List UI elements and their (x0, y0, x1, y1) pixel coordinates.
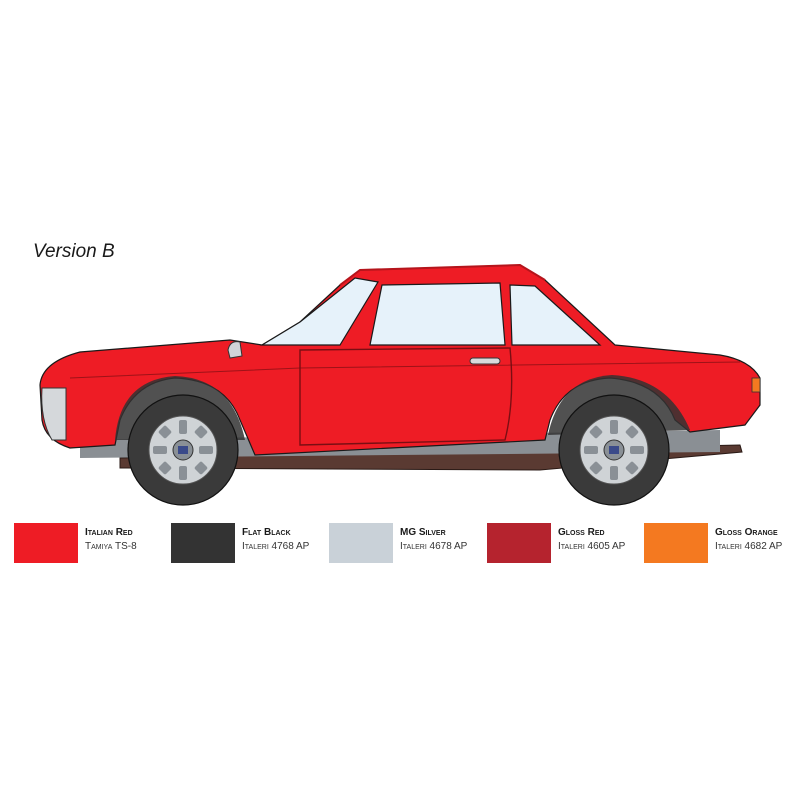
swatch-flat-black: Flat Black Italeri 4768 AP (171, 523, 315, 563)
windshield (259, 277, 379, 346)
swatch-name: Gloss Orange (715, 527, 778, 538)
swatch-name: Flat Black (242, 527, 291, 538)
front-wheel (127, 394, 239, 506)
swatch-gloss-orange: Gloss Orange Italeri 4682 AP (644, 523, 788, 563)
swatch-chip (171, 523, 235, 563)
swatch-code: Italeri 4605 AP (558, 541, 626, 552)
swatch-name: Gloss Red (558, 527, 605, 538)
swatch-code: Italeri 4682 AP (715, 541, 783, 552)
swatch-name: Italian Red (85, 527, 133, 538)
front-grille (41, 387, 67, 441)
swatch-chip (487, 523, 551, 563)
side-mirror (227, 341, 243, 359)
swatch-italian-red: Italian Red Tamiya TS-8 (14, 523, 158, 563)
swatch-chip (644, 523, 708, 563)
side-window-rear (509, 284, 602, 346)
swatch-code: Italeri 4768 AP (242, 541, 310, 552)
swatch-code: Italeri 4678 AP (400, 541, 468, 552)
rear-wheel (558, 394, 670, 506)
side-window-front (369, 282, 506, 346)
swatch-name: MG Silver (400, 527, 446, 538)
swatch-chip (14, 523, 78, 563)
swatch-code: Tamiya TS-8 (85, 541, 137, 552)
version-label: Version B (33, 241, 115, 262)
door-handle (469, 357, 501, 365)
rear-light (751, 377, 761, 393)
swatch-chip (329, 523, 393, 563)
door (299, 347, 513, 446)
swatch-mg-silver: MG Silver Italeri 4678 AP (329, 523, 473, 563)
swatch-gloss-red: Gloss Red Italeri 4605 AP (487, 523, 631, 563)
